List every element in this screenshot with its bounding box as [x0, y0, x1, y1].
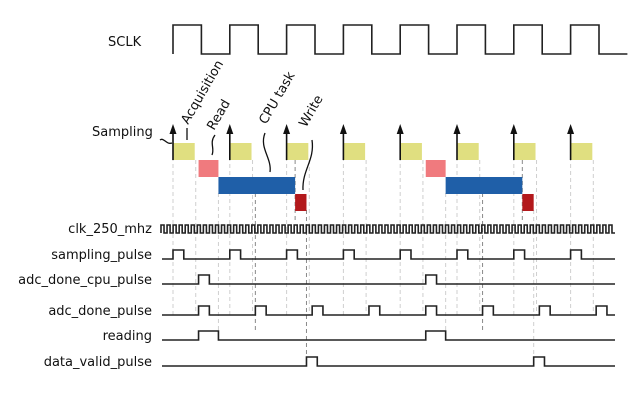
- annotation-label-cpu-task: CPU task: [256, 69, 298, 127]
- sampling-arrow-head: [510, 124, 518, 134]
- read-block: [198, 160, 219, 177]
- sampling-arrow-head: [396, 124, 404, 134]
- signal-label-sampling-pulse: sampling_pulse: [51, 248, 152, 263]
- annotation-label-write: Write: [296, 93, 326, 130]
- sampling-label: Sampling: [92, 125, 153, 140]
- sclk-label: SCLK: [108, 35, 142, 50]
- cpu-task-block: [445, 177, 523, 194]
- sampling-arrow-head: [169, 124, 177, 134]
- annotation-write: Write: [296, 93, 327, 191]
- sampling-arrow-head: [339, 124, 347, 134]
- signal-label-data-valid-pulse: data_valid_pulse: [44, 355, 152, 370]
- acquisition-block: [343, 143, 366, 160]
- sampling-arrow-head: [567, 124, 575, 134]
- sampling-arrows: [169, 124, 575, 160]
- write-block: [295, 194, 307, 211]
- adc-done-pulse-waveform: [162, 305, 615, 316]
- data-valid-pulse-waveform: [162, 356, 615, 367]
- cpu-task-block: [218, 177, 296, 194]
- acquisition-block: [400, 143, 422, 160]
- leader-read: [211, 134, 216, 156]
- activity-blocks: [173, 143, 593, 211]
- acquisition-block: [173, 143, 195, 160]
- acquisition-block: [457, 143, 479, 160]
- sclk-waveform: [172, 24, 628, 55]
- acquisition-block: [286, 143, 309, 160]
- acquisition-block: [513, 143, 536, 160]
- sampling-arrow-head: [226, 124, 234, 134]
- sampling-arrow-head: [283, 124, 291, 134]
- signal-label-adc-done-cpu-pulse: adc_done_cpu_pulse: [18, 273, 152, 288]
- clk-250-mhz-waveform: [160, 224, 615, 234]
- adc-done-cpu-pulse-waveform: [162, 274, 615, 285]
- sampling-arrow-head: [453, 124, 461, 134]
- read-block: [425, 160, 446, 177]
- signal-label-clk-250-mhz: clk_250_mhz: [68, 222, 152, 237]
- leader-cpu-task: [262, 132, 271, 173]
- leader-write: [302, 139, 314, 191]
- signal-rows: clk_250_mhz sampling_pulse adc_done_cpu_…: [18, 222, 615, 370]
- acquisition-block: [570, 143, 593, 160]
- sampling-pulse-waveform: [162, 249, 615, 260]
- signal-label-adc-done-pulse: adc_done_pulse: [48, 304, 152, 319]
- acquisition-block: [229, 143, 252, 160]
- reading-waveform: [162, 330, 615, 341]
- write-block: [522, 194, 534, 211]
- signal-label-reading: reading: [103, 329, 152, 344]
- sampling-tilde: [159, 138, 173, 144]
